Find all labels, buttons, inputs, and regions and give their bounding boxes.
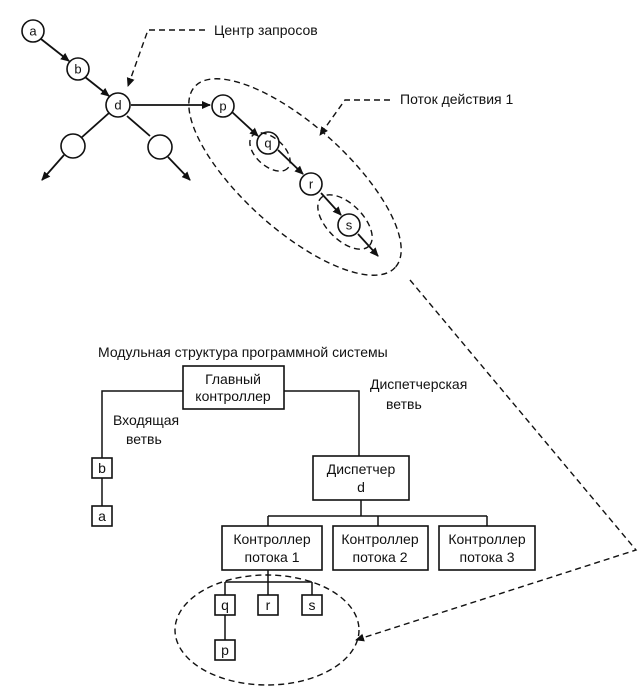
dispatcher-box [312, 455, 410, 501]
node-empty-right [147, 134, 173, 160]
dispatcher-line1: Диспетчер [327, 461, 396, 477]
node-b-label: b [74, 62, 81, 77]
box-r [257, 594, 279, 616]
action-flow-leader [319, 99, 390, 136]
node-a [21, 19, 45, 43]
module-structure: Модульная структура программной системы … [91, 344, 536, 686]
node-p [211, 94, 235, 118]
node-a-label: a [29, 24, 37, 39]
main-controller-box [182, 365, 285, 410]
incoming-branch-line1: Входящая [113, 412, 179, 428]
node-s-label: s [346, 218, 353, 233]
box-p [214, 639, 236, 661]
request-center-leader [126, 29, 205, 87]
controller-1-line2: потока 1 [245, 549, 300, 565]
box-r-label: r [266, 597, 271, 613]
subtree-ellipse [174, 574, 360, 686]
incoming-branch-line [101, 390, 183, 458]
node-r [299, 172, 323, 196]
controller-2-line2: потока 2 [353, 549, 408, 565]
edge-right-out [167, 156, 191, 181]
controller-3-box [438, 525, 536, 571]
q-small-ellipse [249, 132, 291, 172]
connector-dashed [355, 279, 638, 642]
node-p-label: p [219, 99, 226, 114]
edge-p-q [231, 111, 259, 137]
box-q-label: q [221, 597, 229, 613]
box-a-label: a [98, 508, 106, 524]
controller-3-line2: потока 3 [460, 549, 515, 565]
edge-b-d [84, 76, 110, 97]
controller-2-line1: Контроллер [341, 531, 418, 547]
main-controller-line1: Главный [205, 371, 261, 387]
controller-1-box [221, 525, 323, 571]
request-center-label: Центр запросов [214, 22, 318, 38]
node-d-label: d [114, 98, 121, 113]
box-s-label: s [309, 597, 316, 613]
node-empty-left [60, 133, 86, 159]
box-a [91, 505, 113, 527]
node-b [66, 57, 90, 81]
node-s [337, 213, 361, 237]
structure-title: Модульная структура программной системы [98, 344, 388, 360]
incoming-branch-line2: ветвь [126, 431, 162, 447]
node-q-label: q [264, 136, 271, 151]
dispatcher-line2: d [357, 479, 365, 495]
dispatcher-branch-line2: ветвь [386, 396, 422, 412]
action-flow-label: Поток действия 1 [400, 91, 514, 107]
controller-2-box [332, 525, 429, 571]
edge-a-b [40, 38, 70, 62]
controller-3-line1: Контроллер [448, 531, 525, 547]
controller-1-line1: Контроллер [233, 531, 310, 547]
edge-s-out [357, 233, 379, 257]
node-d [105, 92, 131, 118]
main-controller-line2: контроллер [195, 388, 271, 404]
node-r-label: r [309, 177, 314, 192]
flow-ellipse [188, 78, 402, 276]
box-b-label: b [98, 460, 106, 476]
top-graph: a b d p q r s Центр запросов Поток дейст… [21, 19, 514, 276]
dispatcher-branch-line [284, 390, 360, 456]
s-small-ellipse [317, 194, 373, 250]
edge-d-right [126, 115, 151, 137]
edge-r-s [320, 192, 342, 216]
dispatcher-branch-line1: Диспетчерская [370, 376, 467, 392]
edge-left-out [41, 154, 65, 181]
box-p-label: p [221, 642, 229, 658]
edge-d-left [80, 112, 110, 139]
box-s [301, 594, 323, 616]
